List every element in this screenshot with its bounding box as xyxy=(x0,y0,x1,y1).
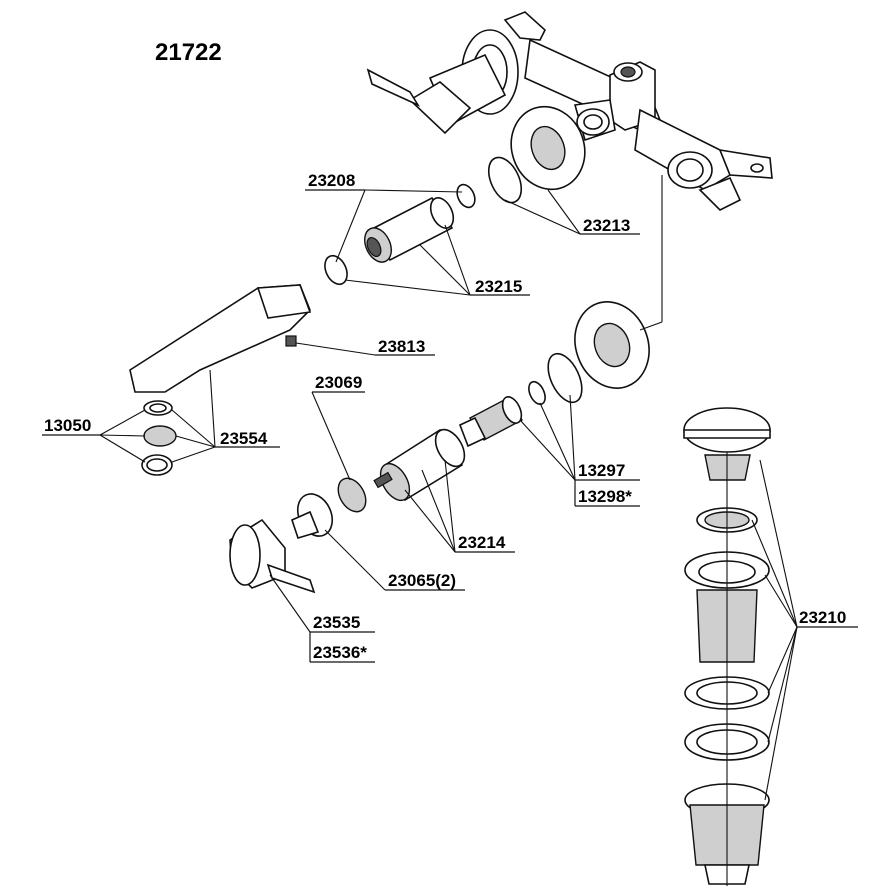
label-23214: 23214 xyxy=(458,533,506,552)
callout-labels: 23208 23213 23215 23813 23069 13050 2355… xyxy=(44,171,846,662)
diagram-title: 21722 xyxy=(155,39,222,66)
label-13298: 13298* xyxy=(578,487,632,506)
label-23813: 23813 xyxy=(378,337,425,356)
handle-adaptor xyxy=(291,493,334,539)
spout xyxy=(129,284,312,393)
rosette-lower xyxy=(574,301,650,389)
label-23536: 23536* xyxy=(313,643,367,662)
o-ring-spout xyxy=(324,254,348,286)
label-23213: 23213 xyxy=(583,216,630,235)
small-o-ring-upper xyxy=(456,183,476,209)
o-ring-lower xyxy=(547,352,583,404)
label-23065: 23065(2) xyxy=(388,571,456,590)
cartridge xyxy=(458,396,523,448)
extension-lower xyxy=(373,428,466,502)
valve-body xyxy=(366,11,773,211)
o-ring-upper xyxy=(487,156,523,204)
label-23535: 23535 xyxy=(313,613,360,632)
label-23554: 23554 xyxy=(220,429,268,448)
label-23069: 23069 xyxy=(315,373,362,392)
label-23208: 23208 xyxy=(308,171,355,190)
label-13297: 13297 xyxy=(578,461,625,480)
lever-handle xyxy=(229,518,316,594)
aerator-set xyxy=(141,400,177,476)
extension-upper xyxy=(364,196,455,263)
label-23215: 23215 xyxy=(475,277,522,296)
small-o-ring-lower xyxy=(528,380,546,406)
label-23210: 23210 xyxy=(799,608,846,627)
set-screw xyxy=(285,335,297,347)
rosette-upper xyxy=(510,105,586,191)
bushing xyxy=(337,477,367,513)
label-13050: 13050 xyxy=(44,416,91,435)
leader-lines xyxy=(42,175,858,886)
